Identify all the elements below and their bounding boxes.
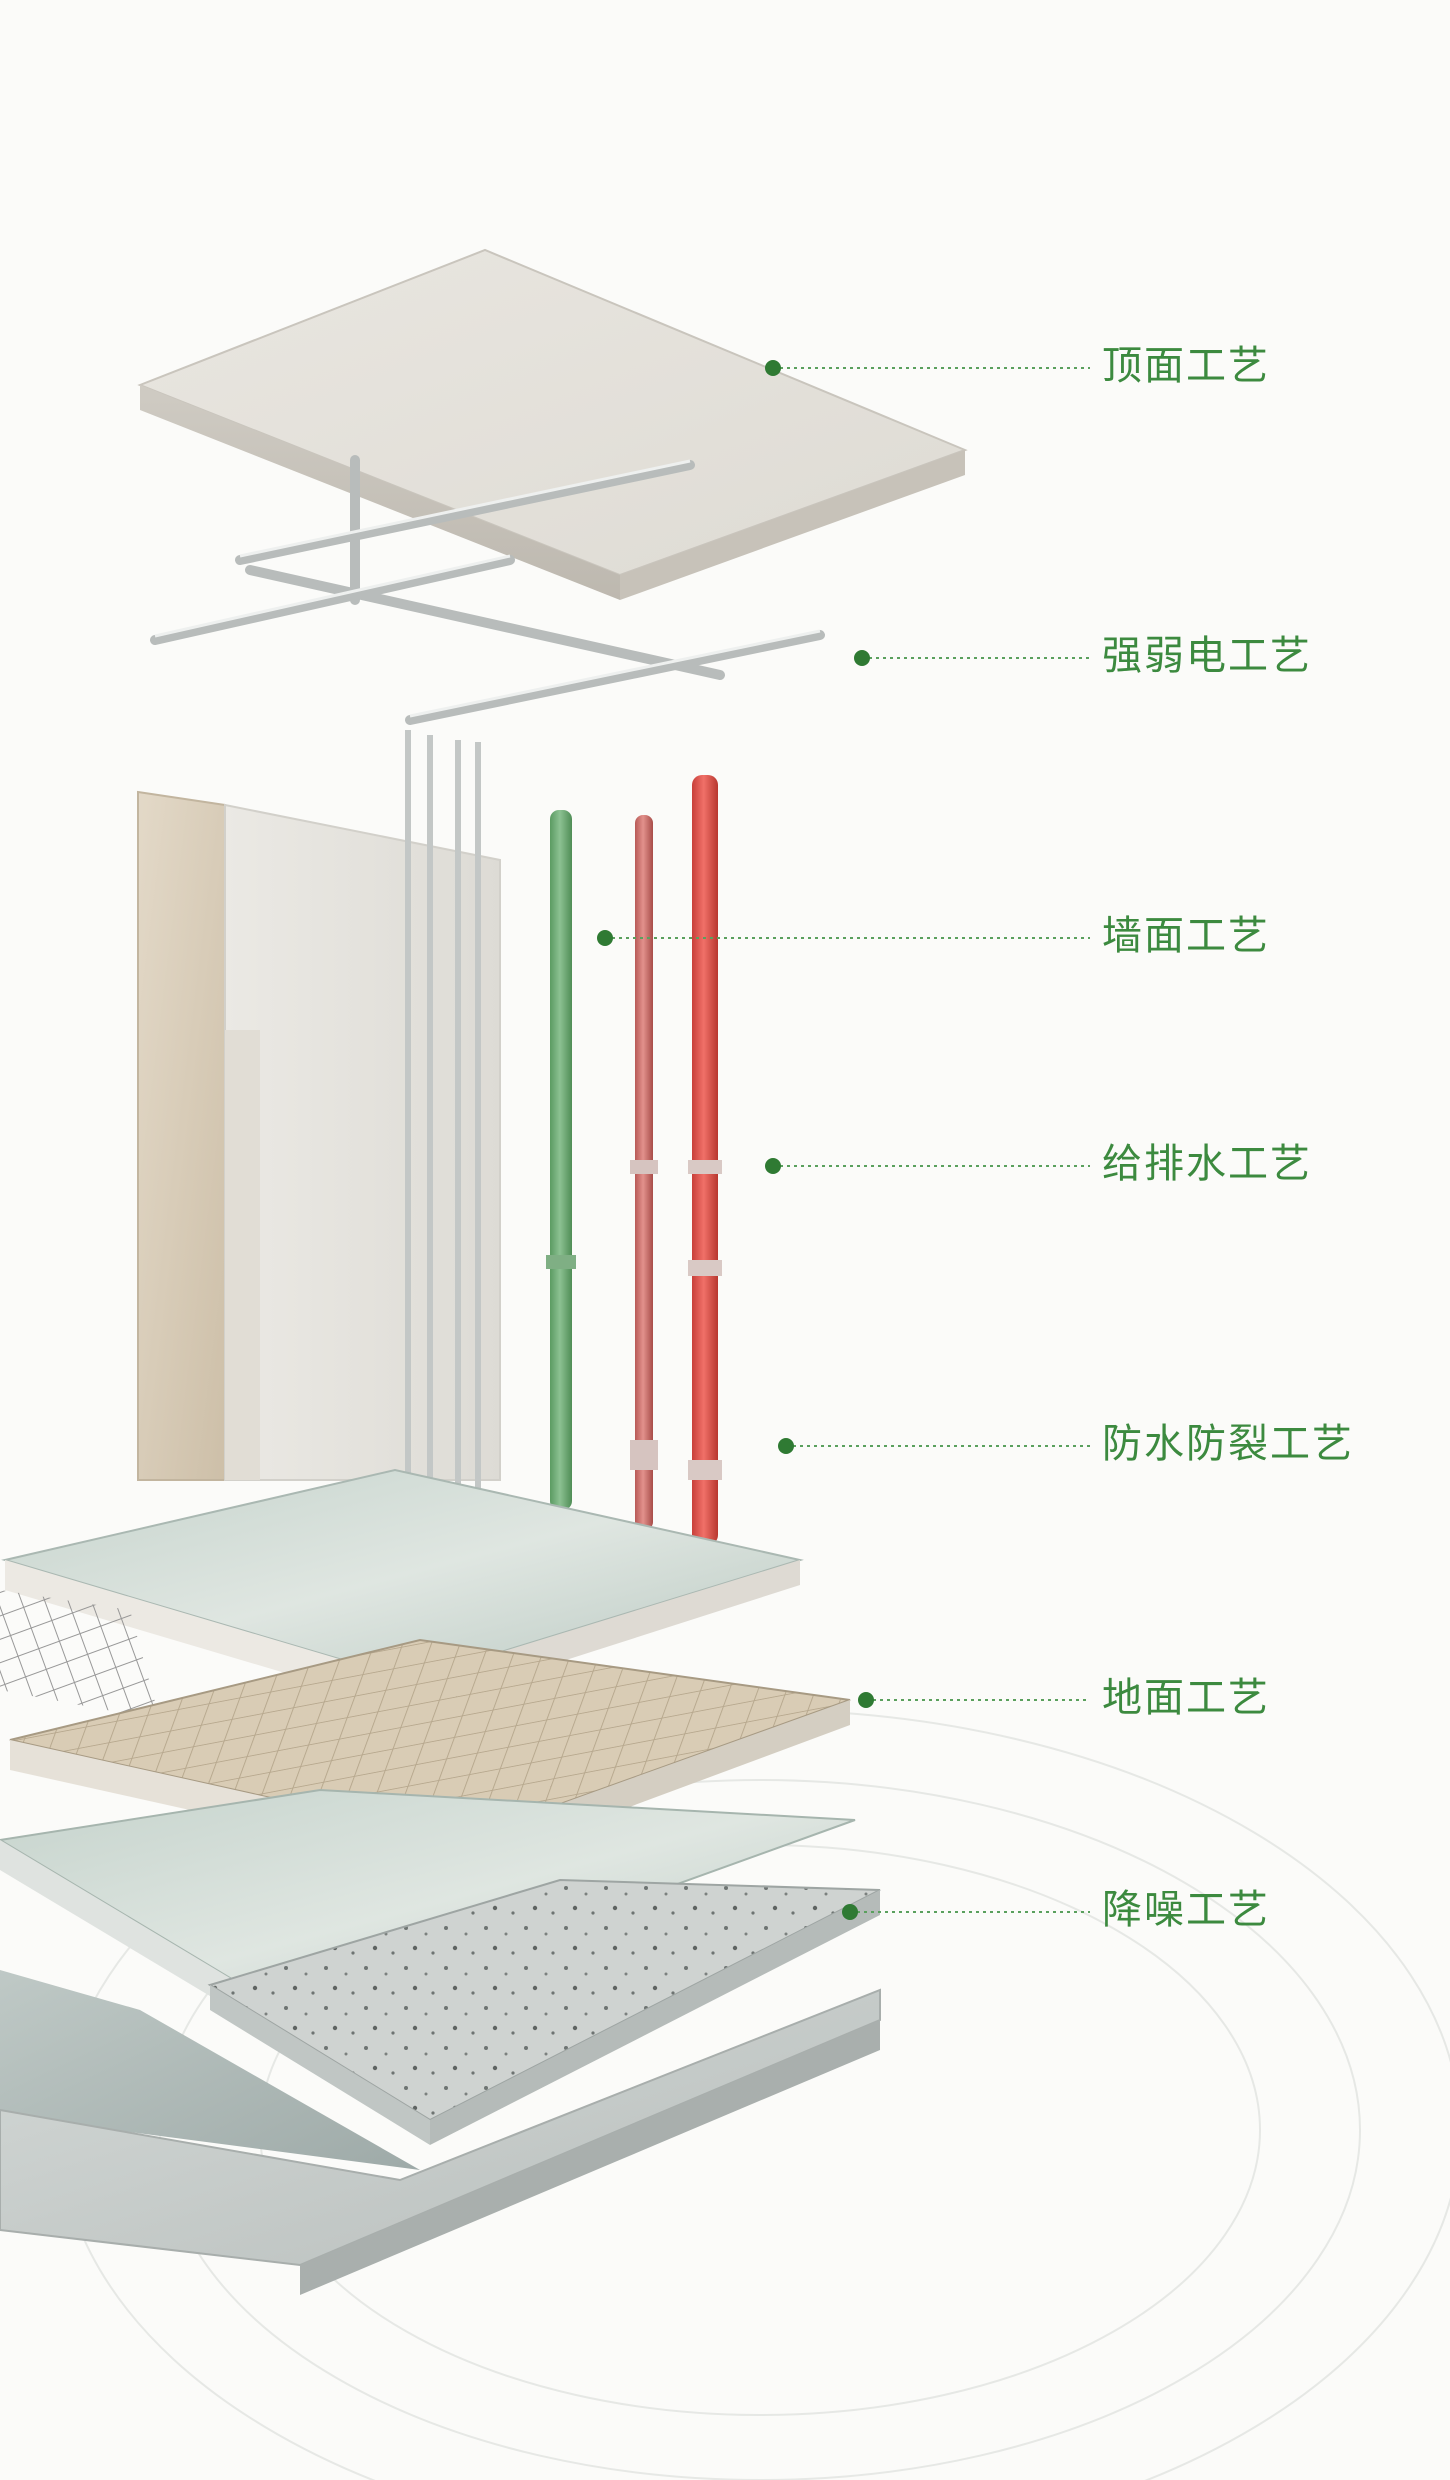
callout-dot-floor [858,1692,874,1708]
water-pipe-pink [630,815,658,1530]
conduit-lines [405,730,481,1515]
reinforcement-mesh [0,1590,160,1720]
cable-tray [150,455,825,725]
wall-panel [137,790,501,1481]
water-pipe-green [546,810,576,1510]
callout-dot-plumbing [765,1158,781,1174]
callout-label-electrical: 强弱电工艺 [1102,633,1312,679]
water-pipe-red [688,775,722,1545]
ceiling-slab [137,248,968,600]
callout-dot-ceiling [765,360,781,376]
base-slab [0,1970,881,2295]
acoustic-layer [207,1878,881,2145]
cable-tray-highlight [154,459,821,718]
callout-label-floor: 地面工艺 [1102,1675,1270,1721]
callout-label-plumbing: 给排水工艺 [1102,1141,1312,1187]
callout-dot-electrical [854,650,870,666]
callout-dot-wall [597,930,613,946]
callout-label-acoustic: 降噪工艺 [1102,1887,1270,1933]
callout-leaders [597,360,1090,1920]
callout-label-wall: 墙面工艺 [1102,913,1270,959]
callout-dot-waterproof [778,1438,794,1454]
callout-label-waterproof: 防水防裂工艺 [1102,1421,1354,1467]
callout-dot-acoustic [842,1904,858,1920]
callout-label-ceiling: 顶面工艺 [1102,343,1270,389]
